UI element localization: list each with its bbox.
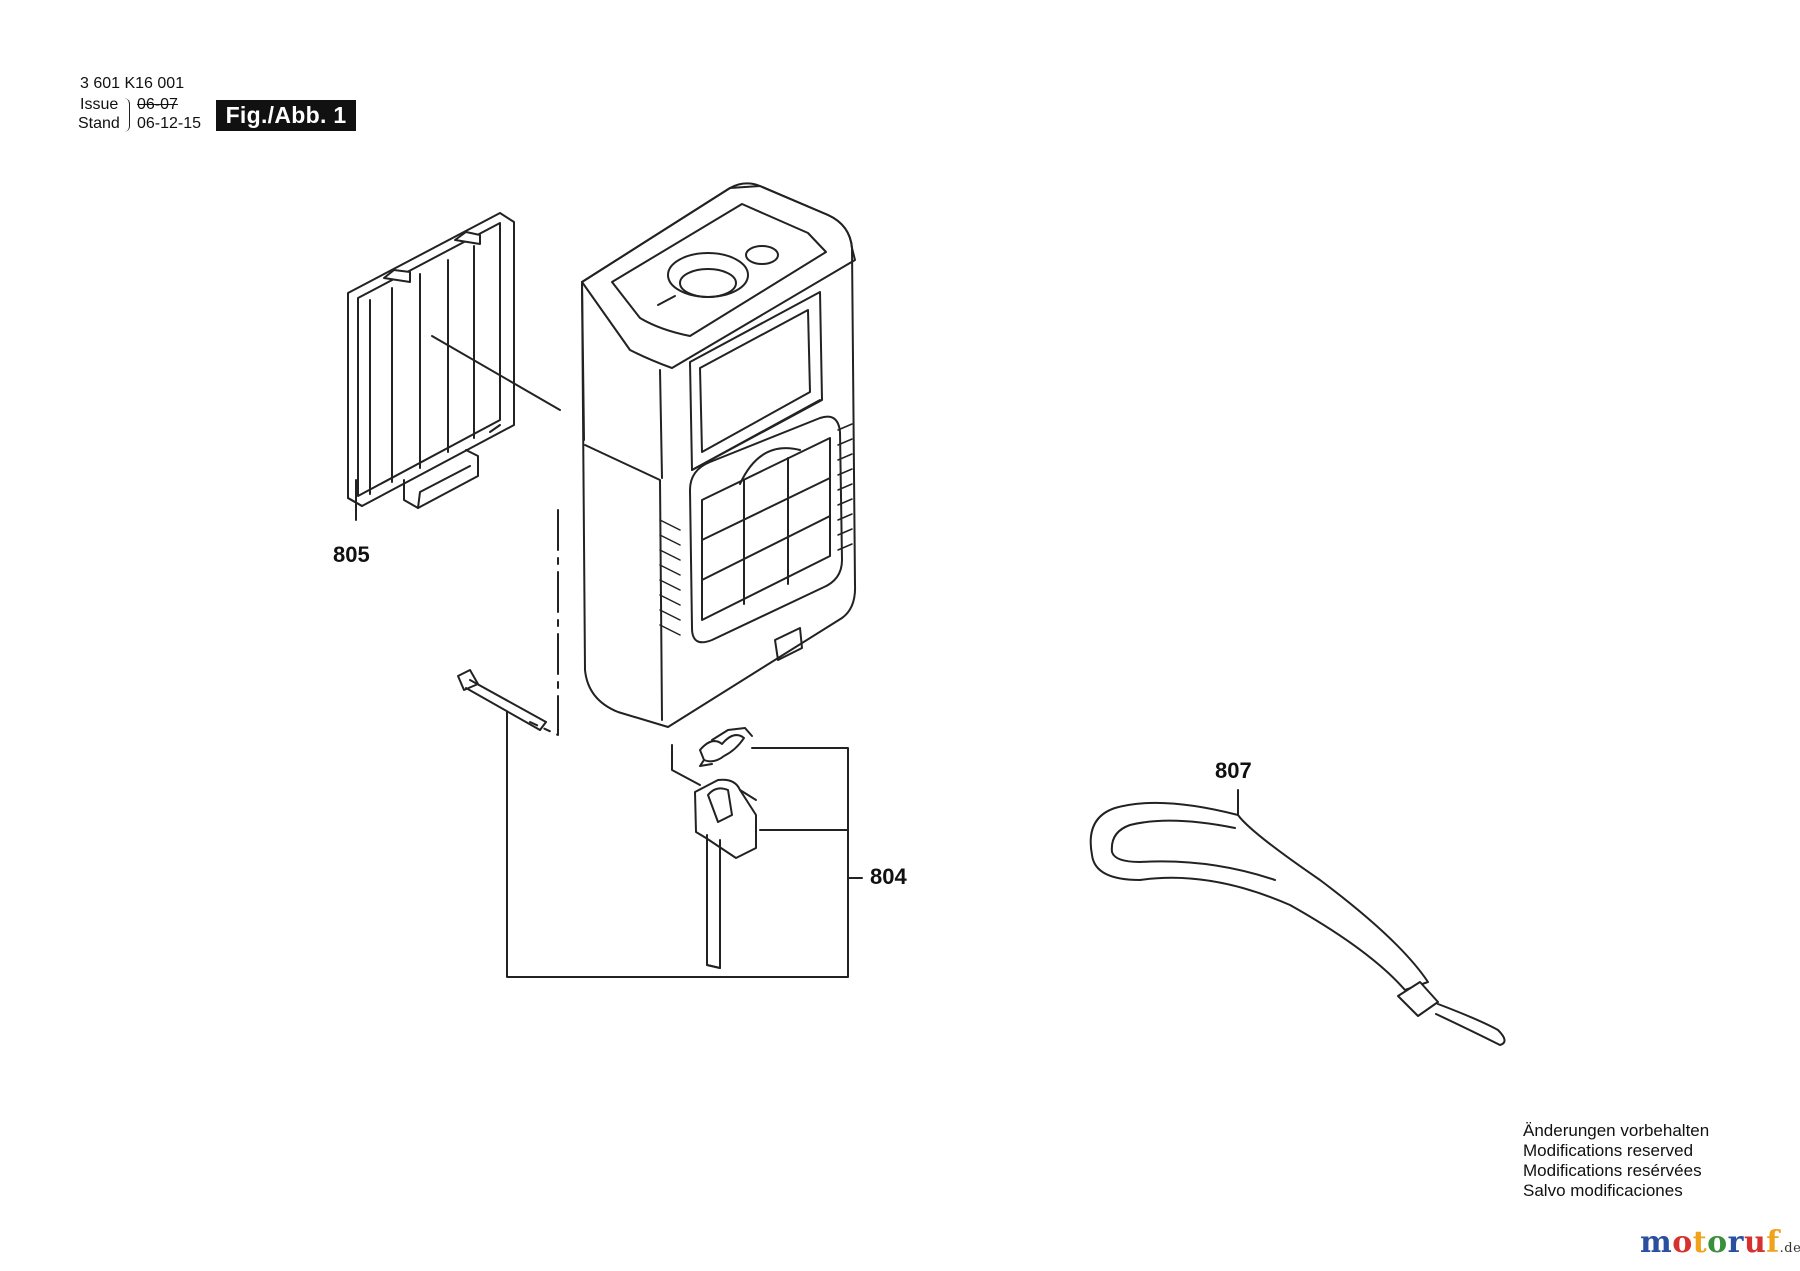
notice-line-en: Modifications reserved — [1523, 1141, 1694, 1160]
pivot-bracket — [694, 778, 757, 969]
wrist-strap — [1089, 801, 1506, 1046]
battery-cover — [347, 212, 515, 509]
part-number: 3 601 K16 001 — [80, 75, 185, 92]
watermark-letter: r — [1727, 1225, 1744, 1260]
stand-date: 06-12-15 — [137, 115, 202, 132]
header-brace — [123, 98, 130, 132]
callout-804: 804 — [870, 864, 907, 889]
notice-line-es: Salvo modificaciones — [1523, 1181, 1683, 1200]
leader-bracket — [671, 744, 701, 786]
screw — [457, 669, 547, 731]
watermark-letter: o — [1707, 1225, 1728, 1260]
spring — [699, 727, 753, 767]
issue-date: 06-07 — [137, 96, 178, 113]
rangefinder-body — [581, 182, 857, 728]
callout-807: 807 — [1215, 758, 1252, 783]
notice-line-fr: Modifications resérvées — [1523, 1161, 1702, 1180]
notice-line-de: Änderungen vorbehalten — [1523, 1121, 1710, 1140]
leader-cover-to-body — [431, 335, 561, 411]
watermark-letter: t — [1692, 1225, 1708, 1260]
watermark-logo: motoruf.de — [1640, 1225, 1800, 1260]
watermark-letter: m — [1640, 1225, 1673, 1260]
leader-804-bracket — [506, 711, 849, 978]
issue-label: Issue — [80, 96, 119, 113]
figure-badge: Fig./Abb. 1 — [216, 100, 356, 131]
watermark-suffix: .de — [1779, 1241, 1800, 1256]
stand-label: Stand — [78, 115, 120, 132]
watermark-letter: f — [1766, 1225, 1780, 1260]
watermark-letter: u — [1743, 1225, 1767, 1260]
callout-805: 805 — [333, 542, 370, 567]
watermark-letter: o — [1672, 1225, 1693, 1260]
modifications-notice: Änderungen vorbehalten Modifications res… — [1523, 1121, 1709, 1201]
watermark-letters: motoruf — [1640, 1225, 1780, 1260]
assembly-dashline — [529, 509, 559, 736]
